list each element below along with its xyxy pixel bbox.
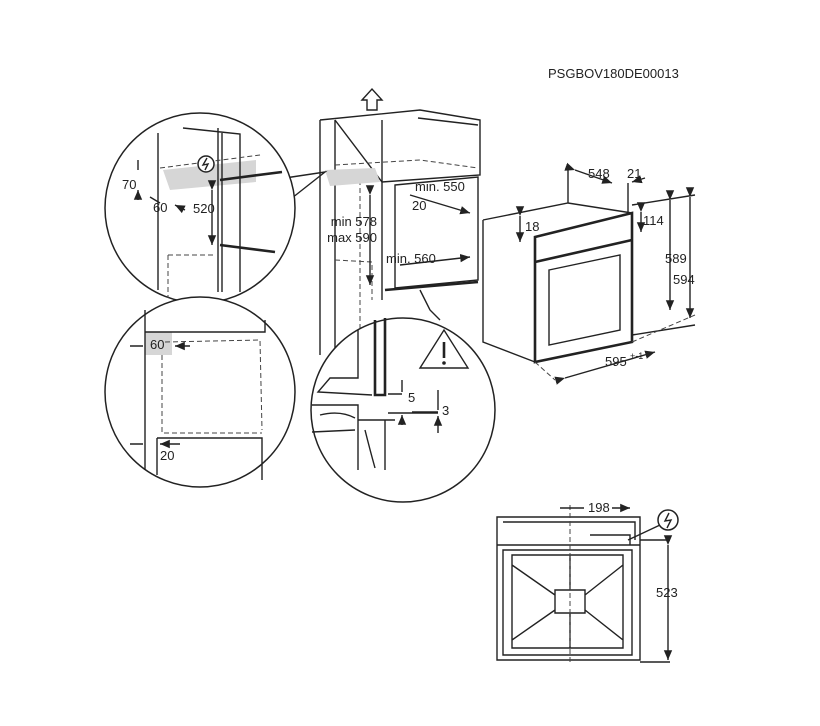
- rear-offset-label: 198: [588, 500, 610, 515]
- gap-3-label: 3: [442, 403, 449, 418]
- rear-height-label: 523: [656, 585, 678, 600]
- oven-width-label: 595: [605, 354, 627, 369]
- height-520-label: 520: [193, 201, 215, 216]
- warning-icon: [418, 328, 470, 369]
- oven-rear-view: [496, 505, 679, 665]
- gap-5-label: 5: [408, 390, 415, 405]
- cabinet-drawing: [319, 109, 481, 355]
- oven-front-label: 21: [627, 166, 641, 181]
- oven-drawing: [482, 162, 696, 385]
- document-code: PSGBOV180DE00013: [548, 66, 679, 81]
- detail-circle-bottom: [310, 289, 496, 503]
- height-70-label: 70: [122, 177, 136, 192]
- cabinet-max-height-label: max 590: [327, 230, 377, 245]
- oven-width-tolerance: +-1: [630, 351, 643, 361]
- oven-height-594-label: 594: [673, 272, 695, 287]
- up-arrow-icon: [360, 87, 384, 111]
- cabinet-min-width-label: min. 560: [386, 251, 436, 266]
- oven-panel-label: 114: [643, 213, 664, 228]
- cabinet-min-height-label: min 578: [331, 214, 377, 229]
- cabinet-gap-label: 20: [412, 198, 426, 213]
- detail-circle-bottom-left: [104, 296, 296, 488]
- cabinet-min-depth-label: min. 550: [415, 179, 465, 194]
- oven-top-label: 18: [525, 219, 539, 234]
- depth-60-label: 60: [153, 200, 167, 215]
- oven-depth-label: 548: [588, 166, 610, 181]
- width-60-label: 60: [150, 337, 164, 352]
- oven-height-589-label: 589: [665, 251, 687, 266]
- gap-20-label: 20: [160, 448, 174, 463]
- detail-circle-top-left: [104, 112, 328, 304]
